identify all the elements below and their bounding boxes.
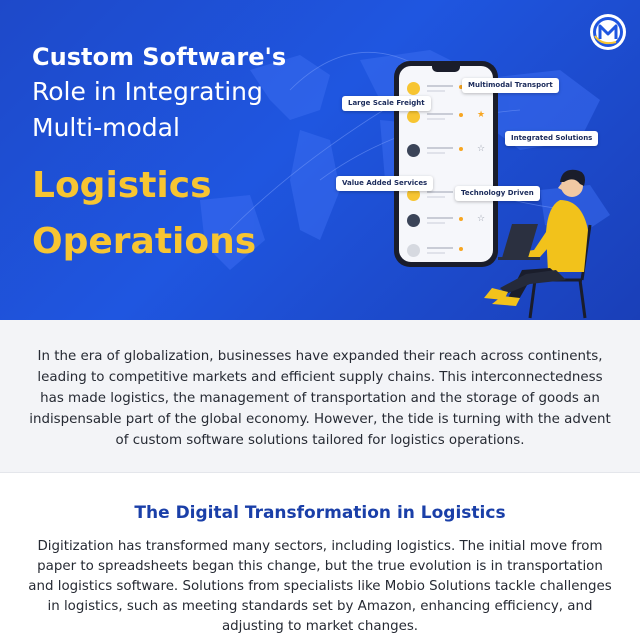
hero-banner: Custom Software's Role in Integrating Mu… [0,0,640,320]
hero-title-line-2: Role in Integrating [32,77,263,106]
digital-transformation-section: The Digital Transformation in Logistics … [0,473,640,640]
hero-title-line-5: Operations [32,221,257,262]
list-item [407,80,487,98]
hero-title-line-3: Multi-modal [32,113,180,142]
tag-large-scale-freight: Large Scale Freight [342,96,431,111]
list-item: ☆ [407,142,487,160]
list-item [407,242,487,260]
tag-technology-driven: Technology Driven [455,186,540,201]
list-item: ☆ [407,212,487,230]
star-outline-icon: ☆ [477,144,486,154]
person-with-laptop-illustration [484,169,592,319]
hero-title: Custom Software's Role in Integrating Mu… [32,40,286,270]
section-paragraph: Digitization has transformed many sector… [28,539,612,634]
tag-value-added-services: Value Added Services [336,176,434,191]
tag-integrated-solutions: Integrated Solutions [505,131,599,146]
intro-section: In the era of globalization, businesses … [0,320,640,472]
list-item: ★ [407,108,487,126]
hero-title-line-4: Logistics [32,165,212,206]
phone-notch [432,66,460,72]
star-outline-icon: ☆ [477,214,486,224]
tag-multimodal-transport: Multimodal Transport [462,78,559,93]
hero-title-line-1: Custom Software's [32,43,287,71]
section-heading: The Digital Transformation in Logistics [134,503,506,523]
section-divider [0,472,640,473]
star-icon: ★ [477,110,486,120]
intro-paragraph: In the era of globalization, businesses … [29,349,611,448]
mobio-logo-icon [590,14,626,50]
